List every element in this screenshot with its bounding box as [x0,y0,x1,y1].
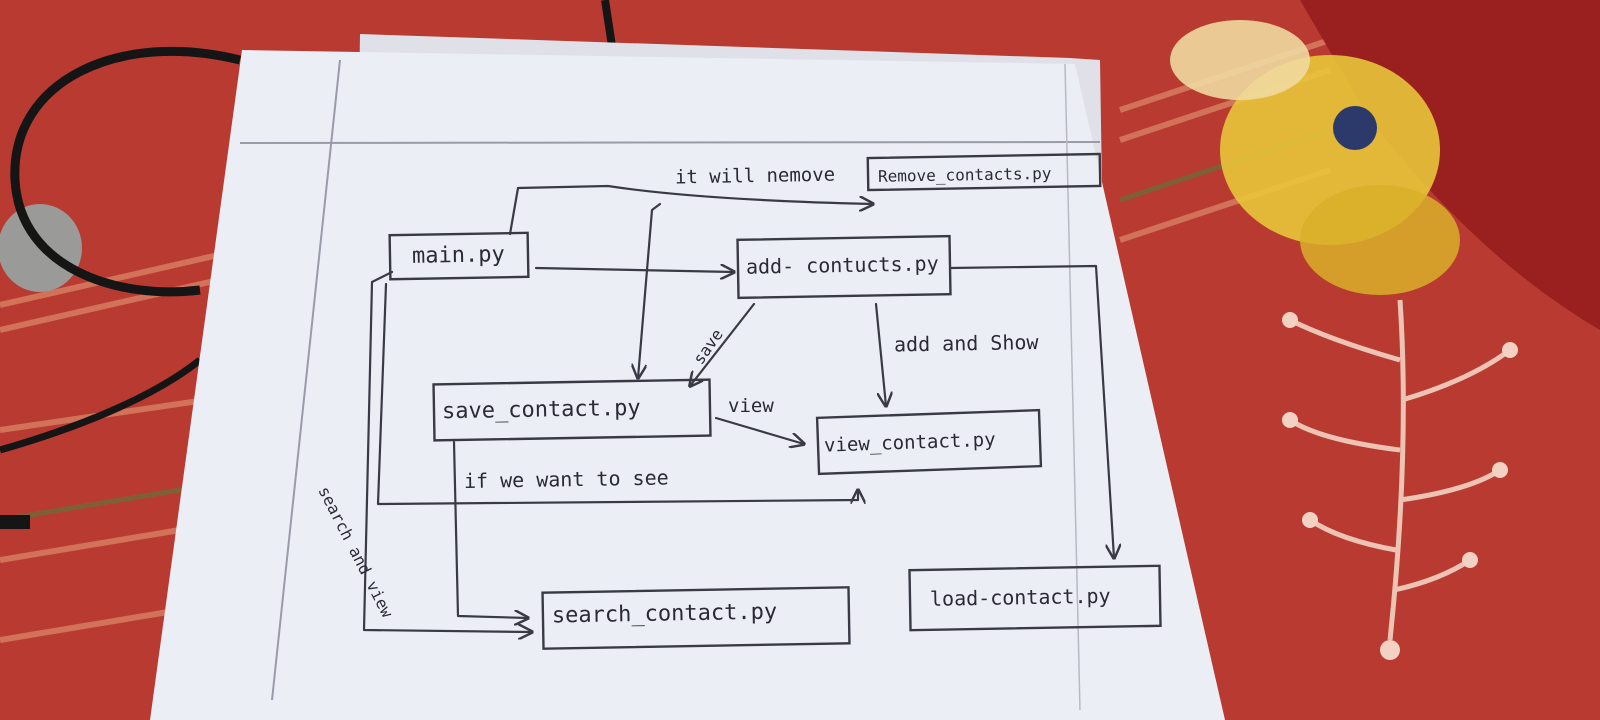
edge-main-search [362,270,532,632]
node-main-label: main.py [412,242,505,269]
node-remove-label: Remove_contacts.py [878,164,1052,186]
node-search-box [541,586,851,650]
edge-main-add [534,268,734,272]
edge-label-remove: it will nemove [675,164,836,189]
edge-label-add-show: add and Show [894,330,1040,357]
node-add-box [736,234,952,300]
edge-main-see [376,282,858,506]
node-save-box [432,378,712,442]
node-add-label: add- contucts.py [746,251,939,278]
node-load-box [908,564,1162,632]
node-main-box [388,231,530,281]
node-load-label: load-contact.py [930,584,1111,611]
edge-label-see: if we want to see [464,465,669,493]
node-search-label: search_contact.py [552,600,778,629]
edge-add-load [948,264,1114,558]
node-save-label: save_contact.py [442,396,641,424]
node-remove-box [866,152,1102,192]
node-view-box [815,408,1043,476]
edge-add-save [690,302,756,386]
edge-add-view [874,302,886,406]
edge-save-view [714,416,804,444]
edge-label-view: view [728,395,774,417]
edge-branch-save [638,202,662,378]
edge-main-remove [508,184,873,236]
edge-save-search [452,440,528,618]
